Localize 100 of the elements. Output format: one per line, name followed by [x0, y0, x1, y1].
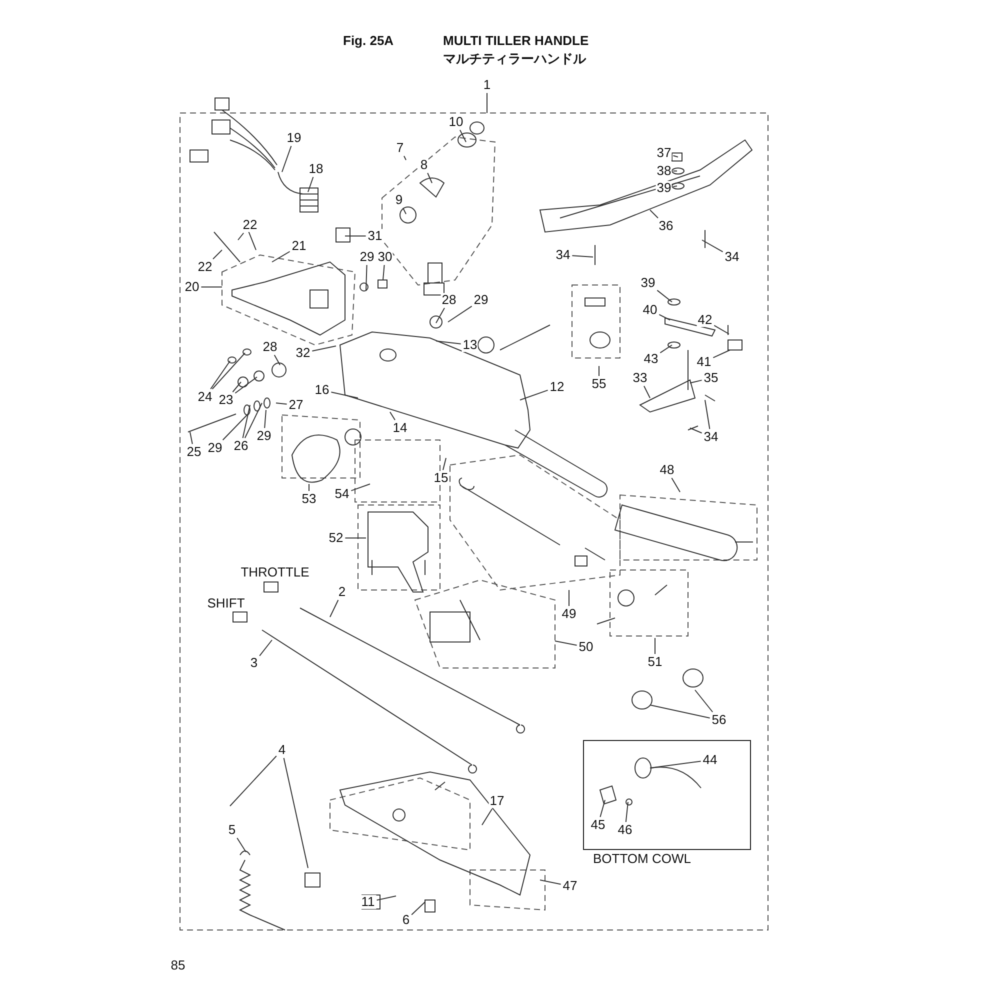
leader-line — [572, 255, 594, 258]
leader-line — [554, 640, 578, 646]
cable-label: SHIFT — [207, 596, 245, 610]
callout-number: 14 — [392, 421, 408, 435]
leader-line — [650, 704, 710, 718]
callout-number: 5 — [227, 823, 237, 837]
callout-number: 53 — [300, 492, 318, 506]
leader-line — [704, 400, 710, 430]
leader-line — [625, 802, 628, 822]
leader-line — [520, 390, 548, 400]
leader-line — [694, 690, 714, 712]
callout-number: 29 — [206, 441, 224, 455]
callout-number: 47 — [562, 879, 578, 893]
leader-line — [308, 484, 310, 492]
callout-number: 16 — [314, 383, 330, 397]
leader-line — [482, 808, 492, 826]
leader-line — [230, 756, 277, 806]
leader-line — [714, 324, 730, 334]
leader-line — [600, 800, 606, 818]
callout-number: 37 — [656, 146, 672, 160]
callout-number: 3 — [249, 656, 259, 670]
callout-number: 55 — [590, 377, 608, 391]
callout-number: 39 — [656, 181, 672, 195]
callout-number: 29 — [256, 429, 272, 443]
leader-line — [712, 350, 730, 358]
leader-line — [650, 210, 658, 218]
callout-number: 41 — [696, 355, 712, 369]
figure-title-japanese: マルチティラーハンドル — [443, 50, 586, 68]
callout-number: 51 — [646, 655, 664, 669]
callout-number: 9 — [394, 193, 404, 207]
callout-number: 4 — [277, 743, 287, 757]
leader-line — [690, 428, 702, 434]
leader-line — [242, 404, 250, 438]
leader-line — [282, 146, 292, 172]
leader-line — [442, 458, 446, 470]
callout-number: 50 — [578, 640, 594, 654]
callout-number: 15 — [432, 471, 450, 485]
leader-line — [660, 344, 672, 354]
leader-line — [236, 838, 246, 852]
callout-number: 39 — [640, 276, 656, 290]
callout-number: 1 — [482, 78, 492, 92]
leader-line — [212, 250, 222, 260]
callout-number: 18 — [308, 162, 324, 176]
leader-line — [598, 366, 600, 376]
leader-line — [672, 186, 678, 188]
leader-line — [234, 376, 258, 394]
leader-line — [259, 640, 272, 656]
callout-number: 52 — [328, 531, 344, 545]
leader-line — [366, 264, 368, 292]
callout-number: 31 — [366, 229, 384, 243]
page-number: 85 — [170, 958, 186, 972]
callout-number: 6 — [401, 913, 411, 927]
inset-caption: BOTTOM COWL — [593, 852, 691, 866]
callout-number: 29 — [358, 250, 376, 264]
callout-number: 26 — [232, 439, 250, 453]
callout-number: 28 — [262, 340, 278, 354]
leader-line — [486, 92, 488, 114]
callout-number: 8 — [419, 158, 429, 172]
callout-number: 28 — [440, 293, 458, 307]
figure-number: Fig. 25A — [343, 33, 394, 48]
callout-number: 13 — [462, 338, 478, 352]
callout-number: 19 — [286, 131, 302, 145]
leader-line — [411, 902, 426, 916]
leader-line — [390, 412, 396, 420]
callout-number: 38 — [656, 164, 672, 178]
leader-line — [210, 360, 230, 390]
leader-line — [672, 170, 678, 172]
callout-number: 45 — [590, 818, 606, 832]
leader-line — [350, 484, 370, 492]
callout-number: 22 — [196, 260, 214, 274]
callout-number: 10 — [448, 115, 464, 129]
leader-line — [274, 354, 280, 366]
callout-number: 40 — [642, 303, 658, 317]
callout-number: 30 — [376, 250, 394, 264]
leader-line — [460, 130, 466, 142]
leader-line — [212, 352, 246, 390]
callout-number: 11 — [360, 895, 376, 909]
leader-line — [568, 590, 570, 606]
callout-number: 35 — [702, 371, 720, 385]
leader-line — [436, 308, 445, 324]
callout-number: 34 — [724, 250, 740, 264]
leader-line — [264, 410, 266, 428]
callout-number: 12 — [548, 380, 566, 394]
leader-line — [702, 240, 724, 252]
callout-number: 42 — [696, 313, 714, 327]
leader-line — [427, 172, 432, 184]
leader-line — [654, 638, 656, 654]
leader-line — [436, 340, 462, 344]
callout-number: 29 — [472, 293, 490, 307]
leader-line — [200, 286, 222, 288]
callout-number: 21 — [290, 239, 308, 253]
callout-number: 56 — [710, 713, 728, 727]
leader-line — [644, 386, 650, 398]
leader-line — [540, 880, 562, 885]
callout-number: 43 — [642, 352, 660, 366]
leader-line — [402, 208, 406, 214]
cable-label: THROTTLE — [240, 564, 310, 580]
callout-number: 32 — [294, 346, 312, 360]
callout-number: 24 — [196, 390, 214, 404]
callout-number: 23 — [218, 393, 234, 407]
